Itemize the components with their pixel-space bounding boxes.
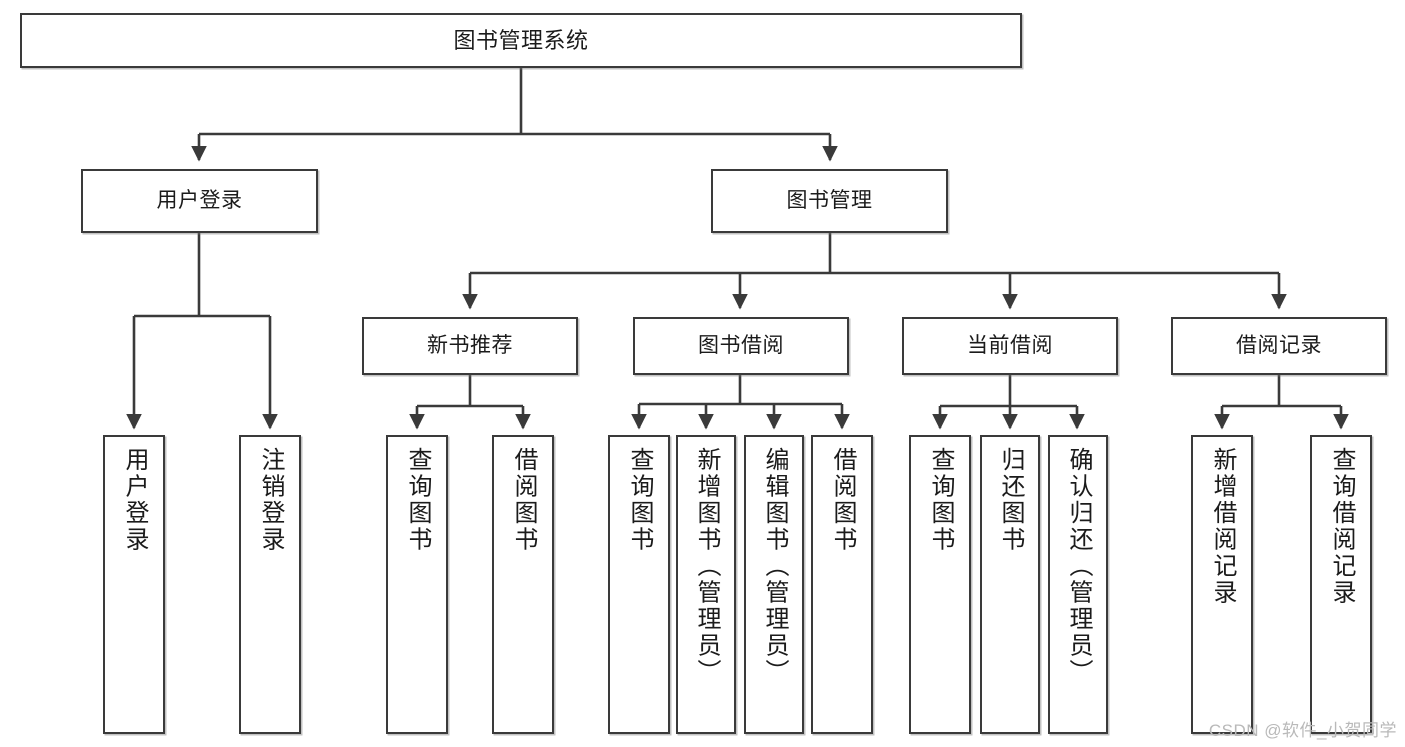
watermark: CSDN @软件_小贺同学 — [1208, 721, 1397, 740]
node-label: 查询图书 — [626, 447, 653, 553]
node-label: 确认归还（管理员） — [1065, 447, 1092, 686]
leaf-add-book-admin[interactable]: 新增图书（管理员） — [676, 435, 736, 734]
node-label: 新增借阅记录 — [1209, 447, 1236, 606]
node-new-book-recommend[interactable]: 新书推荐 — [362, 317, 578, 375]
leaf-borrow-books[interactable]: 借阅图书 — [811, 435, 873, 734]
node-label: 图书借阅 — [698, 333, 784, 357]
node-label: 当前借阅 — [967, 333, 1053, 357]
node-label: 查询图书 — [927, 447, 954, 553]
leaf-add-borrow-record[interactable]: 新增借阅记录 — [1191, 435, 1253, 734]
leaf-query-books-recommend[interactable]: 查询图书 — [386, 435, 448, 734]
node-book-management-system[interactable]: 图书管理系统 — [20, 13, 1022, 68]
leaf-return-books[interactable]: 归还图书 — [980, 435, 1040, 734]
node-label: 编辑图书（管理员） — [761, 447, 788, 686]
node-label: 图书管理系统 — [453, 27, 589, 53]
node-label: 查询借阅记录 — [1328, 447, 1355, 606]
node-label: 新增图书（管理员） — [693, 447, 720, 686]
node-label: 借阅记录 — [1236, 333, 1322, 357]
node-book-management[interactable]: 图书管理 — [711, 169, 948, 233]
node-label: 用户登录 — [121, 447, 148, 553]
leaf-confirm-return-admin[interactable]: 确认归还（管理员） — [1048, 435, 1108, 734]
node-label: 新书推荐 — [427, 333, 513, 357]
node-label: 查询图书 — [404, 447, 431, 553]
node-label: 注销登录 — [257, 447, 284, 553]
leaf-borrow-books-recommend[interactable]: 借阅图书 — [492, 435, 554, 734]
leaf-user-login[interactable]: 用户登录 — [103, 435, 165, 734]
node-label: 借阅图书 — [829, 447, 856, 553]
leaf-query-books-current[interactable]: 查询图书 — [909, 435, 971, 734]
leaf-query-borrow-record[interactable]: 查询借阅记录 — [1310, 435, 1372, 734]
node-label: 图书管理 — [786, 188, 873, 212]
node-book-borrow[interactable]: 图书借阅 — [633, 317, 849, 375]
node-current-borrow[interactable]: 当前借阅 — [902, 317, 1118, 375]
node-borrow-record[interactable]: 借阅记录 — [1171, 317, 1387, 375]
node-user-login[interactable]: 用户登录 — [81, 169, 318, 233]
node-label: 用户登录 — [156, 188, 243, 212]
leaf-edit-book-admin[interactable]: 编辑图书（管理员） — [744, 435, 804, 734]
node-label: 归还图书 — [997, 447, 1024, 553]
leaf-query-books-borrow[interactable]: 查询图书 — [608, 435, 670, 734]
node-label: 借阅图书 — [510, 447, 537, 553]
leaf-logout[interactable]: 注销登录 — [239, 435, 301, 734]
